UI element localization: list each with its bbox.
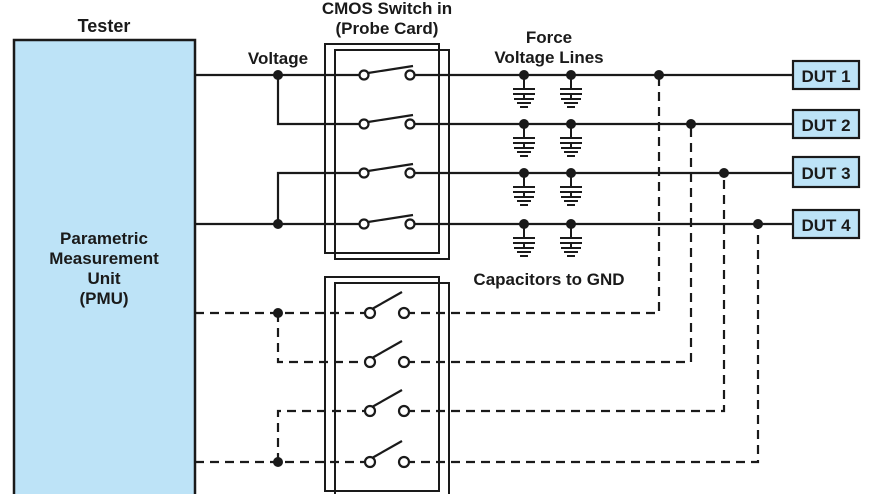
capacitor-3b	[560, 173, 582, 206]
capacitors	[513, 75, 582, 257]
pmu-label-line3: Unit	[87, 269, 120, 288]
lower-switch-box-back	[324, 276, 440, 492]
tester-block	[12, 38, 197, 494]
dut-3-label: DUT 3	[801, 164, 850, 183]
lower-switch-1	[363, 291, 411, 320]
dut-4-box	[791, 208, 861, 240]
dut-2: DUT 2	[791, 108, 861, 140]
capacitor-3a	[513, 173, 535, 206]
capacitor-1b	[560, 75, 582, 108]
dut-1-box	[791, 59, 861, 91]
capacitors-label: Capacitors to GND	[473, 270, 624, 289]
upper-switch-4	[358, 213, 416, 230]
pmu-label-line2: Measurement	[49, 249, 159, 268]
capacitor-4b	[560, 224, 582, 257]
capacitor-2b	[560, 124, 582, 157]
capacitor-2a	[513, 124, 535, 157]
dut-3: DUT 3	[791, 155, 861, 189]
tester-label: Tester	[78, 16, 131, 36]
upper-switch-1	[358, 64, 416, 81]
sense-lines	[195, 75, 760, 464]
capacitor-4a	[513, 224, 535, 257]
upper-switches	[358, 64, 416, 230]
lower-switch-box-front	[334, 282, 450, 494]
dut-1-label: DUT 1	[801, 67, 850, 86]
force-label-line2: Voltage Lines	[494, 48, 603, 67]
dut-1: DUT 1	[791, 59, 861, 91]
upper-switch-3	[358, 162, 416, 179]
junction-dots-dashed	[273, 308, 283, 467]
voltage-label: Voltage	[248, 49, 308, 68]
dut-3-box	[791, 155, 861, 189]
upper-switch-2	[358, 113, 416, 130]
pmu-label-line4: (PMU)	[79, 289, 128, 308]
dut-2-box	[791, 108, 861, 140]
dut-4-label: DUT 4	[801, 216, 851, 235]
force-label-line1: Force	[526, 28, 572, 47]
pmu-label-line1: Parametric	[60, 229, 148, 248]
lower-switches	[363, 291, 411, 469]
upper-switch-box-front	[334, 49, 450, 260]
junction-dots-solid	[273, 70, 763, 229]
dut-4: DUT 4	[791, 208, 861, 240]
dut-2-label: DUT 2	[801, 116, 850, 135]
lower-switch-3	[363, 389, 411, 418]
upper-switch-box-back	[324, 43, 440, 254]
lower-switch-2	[363, 340, 411, 369]
cmos-switch-label-line2: (Probe Card)	[336, 19, 439, 38]
lower-switch-4	[363, 440, 411, 469]
capacitor-1a	[513, 75, 535, 108]
cmos-switch-label-line1: CMOS Switch in	[322, 0, 452, 18]
force-lines	[195, 73, 793, 226]
